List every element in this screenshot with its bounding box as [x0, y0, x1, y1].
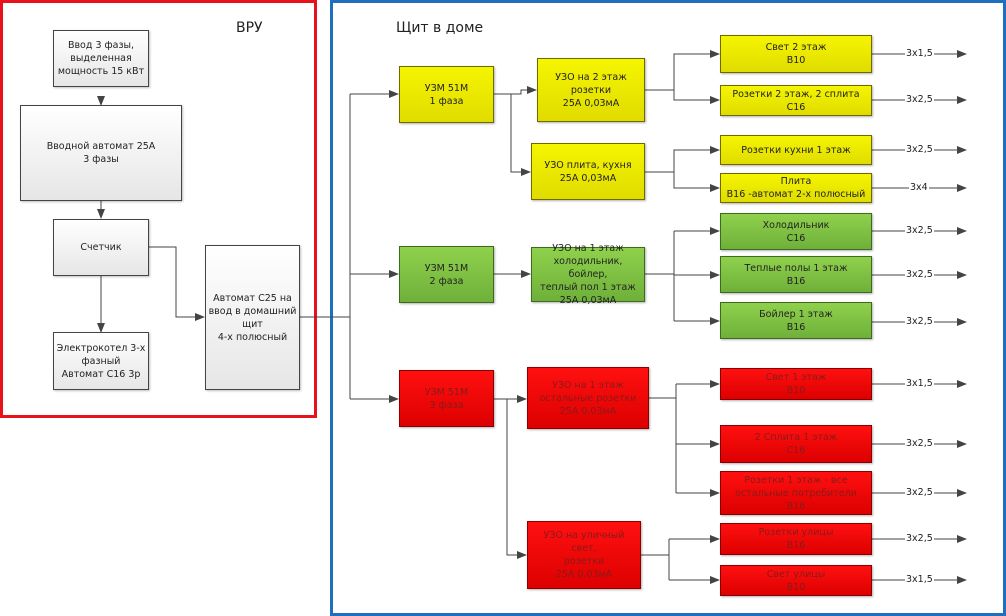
main-breaker-box: Вводной автомат 25А 3 фазы: [20, 105, 182, 201]
rcd-floor1-other-sockets: УЗО на 1 этаж остальные розетки 25А 0,03…: [527, 367, 649, 429]
uzm-phase-3: УЗМ 51М 3 фаза: [399, 370, 494, 427]
circuit-sockets-floor1: Розетки 1 этаж - все остальные потребите…: [720, 471, 872, 515]
meter-box: Счетчик: [53, 219, 149, 276]
uzm-phase-1: УЗМ 51М 1 фаза: [399, 66, 494, 123]
cable-label: 3x2,5: [905, 487, 934, 498]
electric-boiler-box: Электрокотел 3-х фазный Автомат С16 3р: [53, 332, 149, 390]
vru-title: ВРУ: [236, 20, 263, 36]
circuit-light-floor1: Свет 1 этаж B10: [720, 368, 872, 400]
circuit-outdoor-sockets: Розетки улицы B16: [720, 523, 872, 555]
wire-p3-to-rcd5: [506, 399, 527, 559]
cable-label: 3x1,5: [905, 48, 934, 59]
rcd-floor2-sockets: УЗО на 2 этаж розетки 25А 0,03мА: [537, 58, 645, 122]
vru-frame: [0, 0, 317, 418]
rcd-floor1-appliances: УЗО на 1 этаж холодильник, бойлер, теплы…: [531, 243, 645, 306]
circuit-outdoor-light: Свет улицы B10: [720, 565, 872, 596]
cable-label: 3x1,5: [905, 378, 934, 389]
wire-p1-to-rcd2: [510, 94, 531, 176]
circuit-splits-floor1: 2 Сплита 1 этаж C16: [720, 425, 872, 463]
cable-label: 3x2,5: [905, 438, 934, 449]
home-panel-frame: [330, 0, 1006, 616]
wire-rcd2-split: [644, 146, 720, 173]
cable-label: 3x2,5: [905, 225, 934, 236]
wire-meter-to-house-breaker: [149, 246, 205, 321]
circuit-sockets-floor2: Розетки 2 этаж, 2 сплита C16: [720, 85, 872, 116]
home-panel-title: Щит в доме: [396, 20, 484, 36]
rcd-outdoor: УЗО на уличный свет, розетки 25А 0,03мА: [527, 521, 641, 589]
input-3-phase-box: Ввод 3 фазы, выделенная мощность 15 кВт: [53, 30, 149, 87]
cable-label: 3x2,5: [905, 533, 934, 544]
wire-p1-to-rcd1: [493, 86, 537, 95]
circuit-light-floor2: Свет 2 этаж B10: [720, 35, 872, 73]
cable-label: 3x2,5: [905, 269, 934, 280]
cable-label: 3x2,5: [905, 316, 934, 327]
circuit-water-heater: Бойлер 1 этаж B16: [720, 302, 872, 339]
cable-label: 3x4: [909, 182, 929, 193]
cable-label: 3x2,5: [905, 94, 934, 105]
circuit-heated-floors: Теплые полы 1 этаж B16: [720, 256, 872, 293]
wire-rcd1-split: [644, 50, 720, 91]
cable-label: 3x2,5: [905, 144, 934, 155]
circuit-kitchen-sockets: Розетки кухни 1 этаж: [720, 135, 872, 165]
house-breaker-box: Автомат С25 на ввод в домашний щит 4-х п…: [205, 245, 300, 390]
rcd-stove-kitchen: УЗО плита, кухня 25А 0,03мА: [531, 143, 645, 200]
uzm-phase-2: УЗМ 51М 2 фаза: [399, 246, 494, 303]
circuit-stove: Плита B16 -автомат 2-х полюсный: [720, 173, 872, 203]
circuit-refrigerator: Холодильник C16: [720, 213, 872, 250]
cable-label: 3x1,5: [905, 574, 934, 585]
